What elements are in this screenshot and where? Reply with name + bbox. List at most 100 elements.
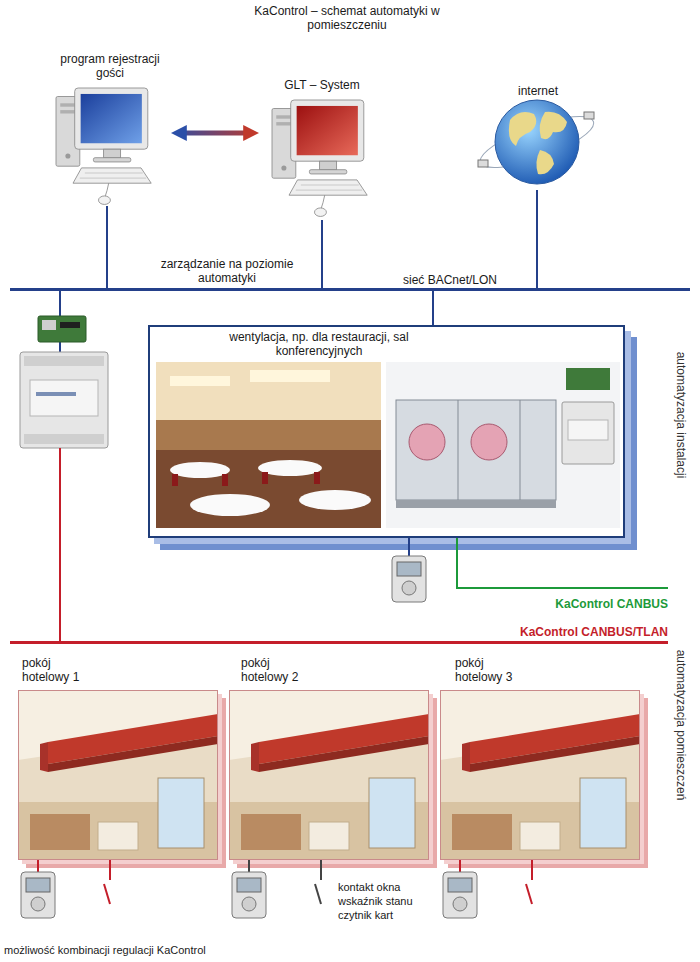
ventilation-illustration [156, 362, 381, 528]
computer-icon [56, 88, 151, 204]
hotel-room: pokój hotelowy 2 [229, 656, 429, 860]
switch-symbol [526, 884, 532, 904]
ventilation-panel: wentylacja, np. dla restauracji, sal kon… [148, 325, 625, 538]
computer-icon [297, 106, 358, 155]
connector [432, 291, 434, 325]
computer-icon [81, 94, 142, 143]
computer-icon [272, 100, 367, 216]
ventilation-illustration [148, 325, 625, 538]
connector [536, 190, 538, 288]
ventilation-illustration [148, 325, 637, 550]
controller-device [36, 392, 76, 396]
ventilation-illustration [566, 368, 610, 390]
globe-icon [475, 100, 599, 184]
room-frame [440, 690, 640, 860]
computer-icon [56, 88, 151, 204]
ventilation-illustration [562, 402, 614, 464]
room-illustration [18, 690, 648, 868]
ventilation-illustration [262, 472, 268, 484]
ventilation-illustration [250, 370, 330, 382]
controller-device [20, 316, 108, 448]
bus-label: sieć BACnet/LON [403, 273, 533, 287]
room-label: pokój hotelowy 3 [455, 656, 533, 684]
ventilation-illustration [299, 490, 371, 510]
connector [321, 220, 323, 288]
computer-icon [272, 100, 367, 216]
bus-label: KaControl CANBUS/TLAN [520, 625, 668, 639]
ventilation-illustration [568, 420, 608, 440]
globe-icon [584, 112, 594, 119]
canbus-wire [457, 538, 668, 588]
computer-icon [56, 88, 151, 204]
ventilation-illustration [314, 472, 320, 484]
ventilation-illustration [156, 362, 381, 420]
computer-label: internet [488, 84, 588, 98]
computer-node: program rejestracji gości [52, 52, 168, 206]
section-label: automatyzacja instalacji [674, 352, 688, 479]
signal-label: kontakt okna [338, 880, 400, 894]
section-label: automatyzacja pomieszczeń [674, 650, 688, 801]
room-thermostat [232, 872, 266, 918]
ventilation-illustration [520, 400, 521, 500]
computer-node: GLT – System [262, 78, 382, 220]
panel-thermostat [392, 556, 426, 602]
ventilation-illustration [170, 462, 230, 478]
panel-thermostat [392, 538, 426, 602]
canbus-wire [60, 448, 61, 641]
controller-device [60, 322, 80, 328]
globe-icon [495, 100, 579, 184]
canbus-wire [457, 538, 668, 588]
ventilation-illustration [170, 376, 230, 386]
room-label: pokój hotelowy 1 [22, 656, 100, 684]
switch-symbol [531, 860, 533, 880]
computer-icon [272, 100, 367, 216]
room-label: pokój hotelowy 2 [241, 656, 319, 684]
panel-heading: wentylacja, np. dla restauracji, sal kon… [197, 327, 441, 358]
switch-symbol [320, 860, 322, 880]
signal-label: wskaźnik stanu [338, 894, 413, 908]
bus-label: zarządzanie na poziomie automatyki [160, 257, 294, 285]
hotel-room: pokój hotelowy 3 [440, 656, 640, 860]
room-frame [18, 690, 218, 860]
globe-icon [536, 150, 554, 174]
computer-label: program rejestracji gości [52, 52, 168, 80]
room-illustration [440, 690, 648, 868]
ventilation-illustration [156, 450, 381, 528]
controller-device [24, 434, 104, 444]
ventilation-illustration [386, 362, 620, 528]
diagram-title: KaControl – schemat automatyki w pomiesz… [232, 4, 462, 32]
controller-device [30, 380, 98, 416]
canbus-wire [59, 448, 61, 641]
connector [182, 131, 248, 136]
ventilation-illustration [396, 500, 556, 508]
controller-device [42, 320, 56, 330]
bus-label: KaControl CANBUS [555, 597, 668, 611]
globe-icon [478, 160, 488, 167]
hotel-room: pokój hotelowy 1 [18, 656, 218, 860]
ventilation-illustration [190, 494, 270, 516]
room-thermostat [459, 860, 461, 872]
signal-label: czytnik kart [338, 908, 393, 922]
connector [106, 206, 108, 288]
switch-symbol [109, 860, 111, 880]
room-thermostat [248, 860, 250, 872]
ventilation-illustration [458, 400, 459, 500]
room-illustration [229, 690, 437, 868]
ventilation-illustration [156, 420, 381, 450]
ventilation-illustration [154, 331, 631, 544]
ventilation-illustration [222, 474, 228, 486]
controller-device [24, 356, 104, 366]
room-thermostat [21, 872, 55, 918]
switch-symbol [104, 860, 532, 904]
connector [59, 291, 61, 641]
ventilation-illustration [172, 474, 178, 486]
ventilation-illustration [409, 424, 445, 460]
globe-icon [509, 112, 536, 146]
computer-node: internet [488, 84, 588, 190]
panel-thermostat [408, 538, 410, 556]
room-thermostat [37, 860, 39, 872]
controller-device [38, 316, 86, 342]
room-frame [229, 690, 429, 860]
